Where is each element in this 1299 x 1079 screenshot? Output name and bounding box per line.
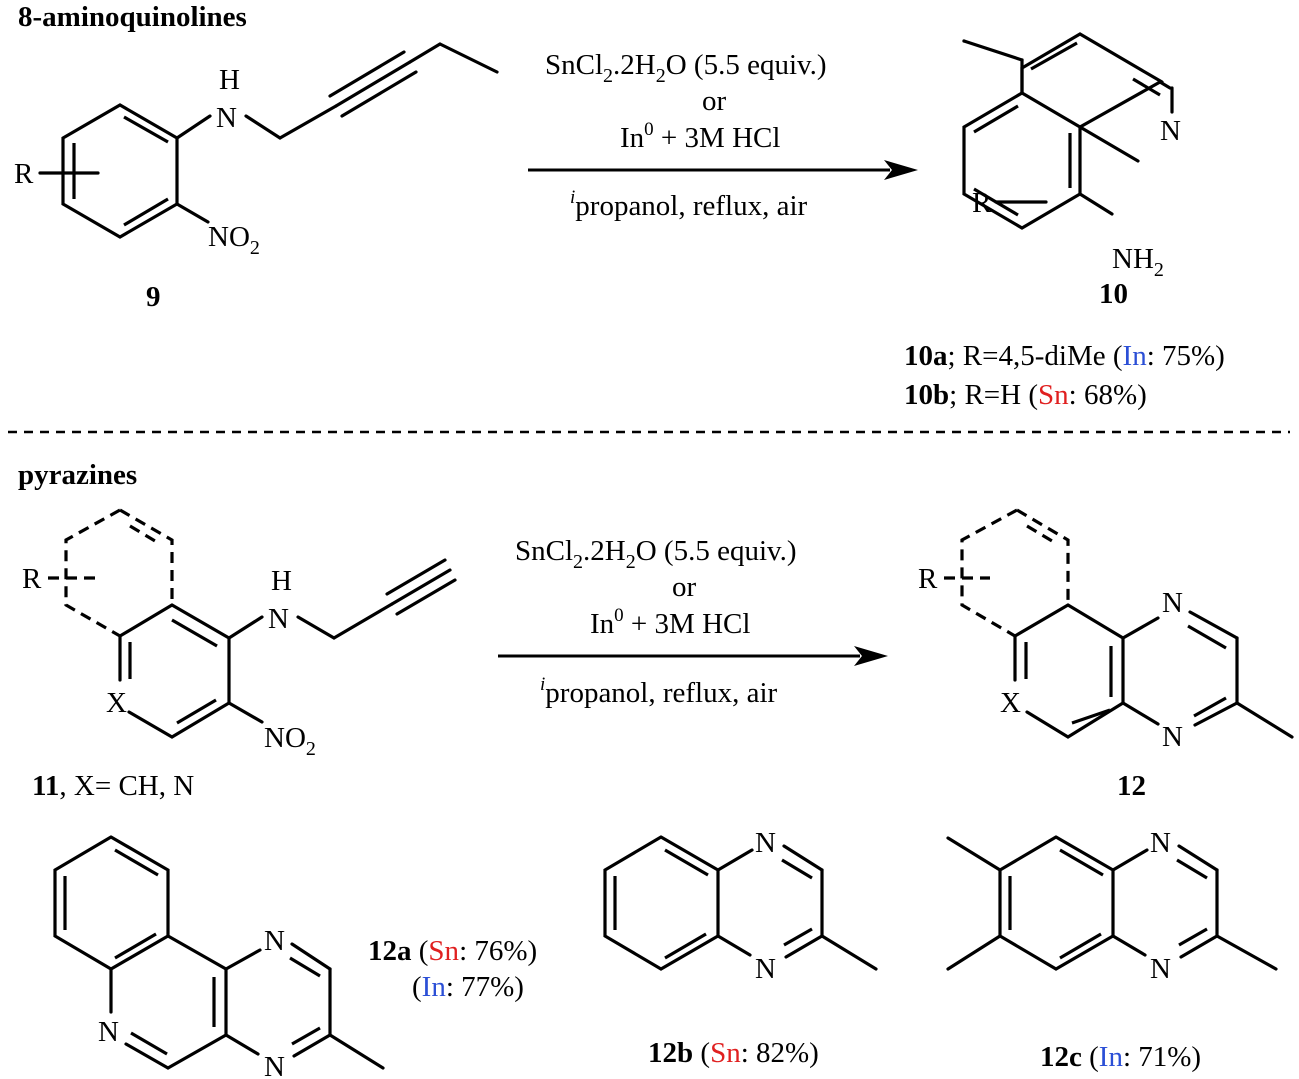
atom-H-9: H <box>219 64 240 96</box>
variant-10a: 10a; R=4,5-diMe (In: 75%) <box>904 340 1225 372</box>
conditions-2: ipropanol, reflux, air <box>540 674 778 709</box>
heading-8-aminoquinolines: 8-aminoquinolines <box>18 1 247 33</box>
reagent-line-1: SnCl2.2H2O (5.5 equiv.) <box>545 49 827 87</box>
reagent-or-1: or <box>702 85 727 117</box>
conditions-1: ipropanol, reflux, air <box>570 187 808 222</box>
reagent-line-2: In0 + 3M HCl <box>620 119 780 154</box>
yield-12a-sn: 12a (Sn: 76%) <box>368 935 537 967</box>
atom-N-10: N <box>1160 115 1181 147</box>
atom-N1-12a: N <box>264 925 285 957</box>
atom-N2-12b: N <box>755 953 776 985</box>
compound-label-10: 10 <box>1099 278 1128 310</box>
compound-12c-structure <box>946 835 1278 971</box>
atom-N-12a-pyridine: N <box>98 1016 119 1048</box>
atom-N1-12b: N <box>755 827 776 859</box>
yield-12b: 12b (Sn: 82%) <box>648 1037 819 1069</box>
compound-12a-structure <box>53 835 385 1070</box>
atom-N2-12a: N <box>264 1051 285 1079</box>
atom-X-11: X <box>106 687 127 719</box>
atom-N1-12: N <box>1162 587 1183 619</box>
atom-N-9: N <box>216 102 237 134</box>
atom-N1-12c: N <box>1150 827 1171 859</box>
atom-R-11: R <box>22 563 42 595</box>
atom-H-11: H <box>271 565 292 597</box>
atom-R-9: R <box>14 158 34 190</box>
atom-R-12: R <box>918 563 938 595</box>
reagent-line-2b: In0 + 3M HCl <box>590 605 750 640</box>
variant-10b: 10b; R=H (Sn: 68%) <box>904 379 1147 411</box>
atom-N2-12c: N <box>1150 953 1171 985</box>
reagent-or-2: or <box>672 571 697 603</box>
atom-X-12: X <box>1000 687 1021 719</box>
atom-NO2-9: NO2 <box>208 221 260 259</box>
compound-12-structure <box>944 508 1294 739</box>
atom-R-10: R <box>972 187 992 219</box>
reaction-arrow-2-head <box>854 646 888 666</box>
compound-12b-structure <box>603 835 878 971</box>
reaction-arrow-1-head <box>884 160 918 180</box>
compound-9-structure <box>38 42 499 239</box>
yield-12c: 12c (In: 71%) <box>1040 1041 1201 1073</box>
compound-label-11: 11, X= CH, N <box>32 770 194 802</box>
heading-pyrazines: pyrazines <box>18 459 137 491</box>
yield-12a-in: (In: 77%) <box>412 971 524 1003</box>
atom-NH2-10: NH2 <box>1112 243 1164 281</box>
atom-NO2-11: NO2 <box>264 722 316 760</box>
compound-label-12: 12 <box>1117 770 1146 802</box>
atom-N2-12: N <box>1162 721 1183 753</box>
atom-N-11: N <box>268 603 289 635</box>
compound-11-structure <box>48 508 457 739</box>
compound-10-structure <box>962 32 1174 230</box>
reagent-line-1b: SnCl2.2H2O (5.5 equiv.) <box>515 535 797 573</box>
compound-label-9: 9 <box>146 281 161 313</box>
